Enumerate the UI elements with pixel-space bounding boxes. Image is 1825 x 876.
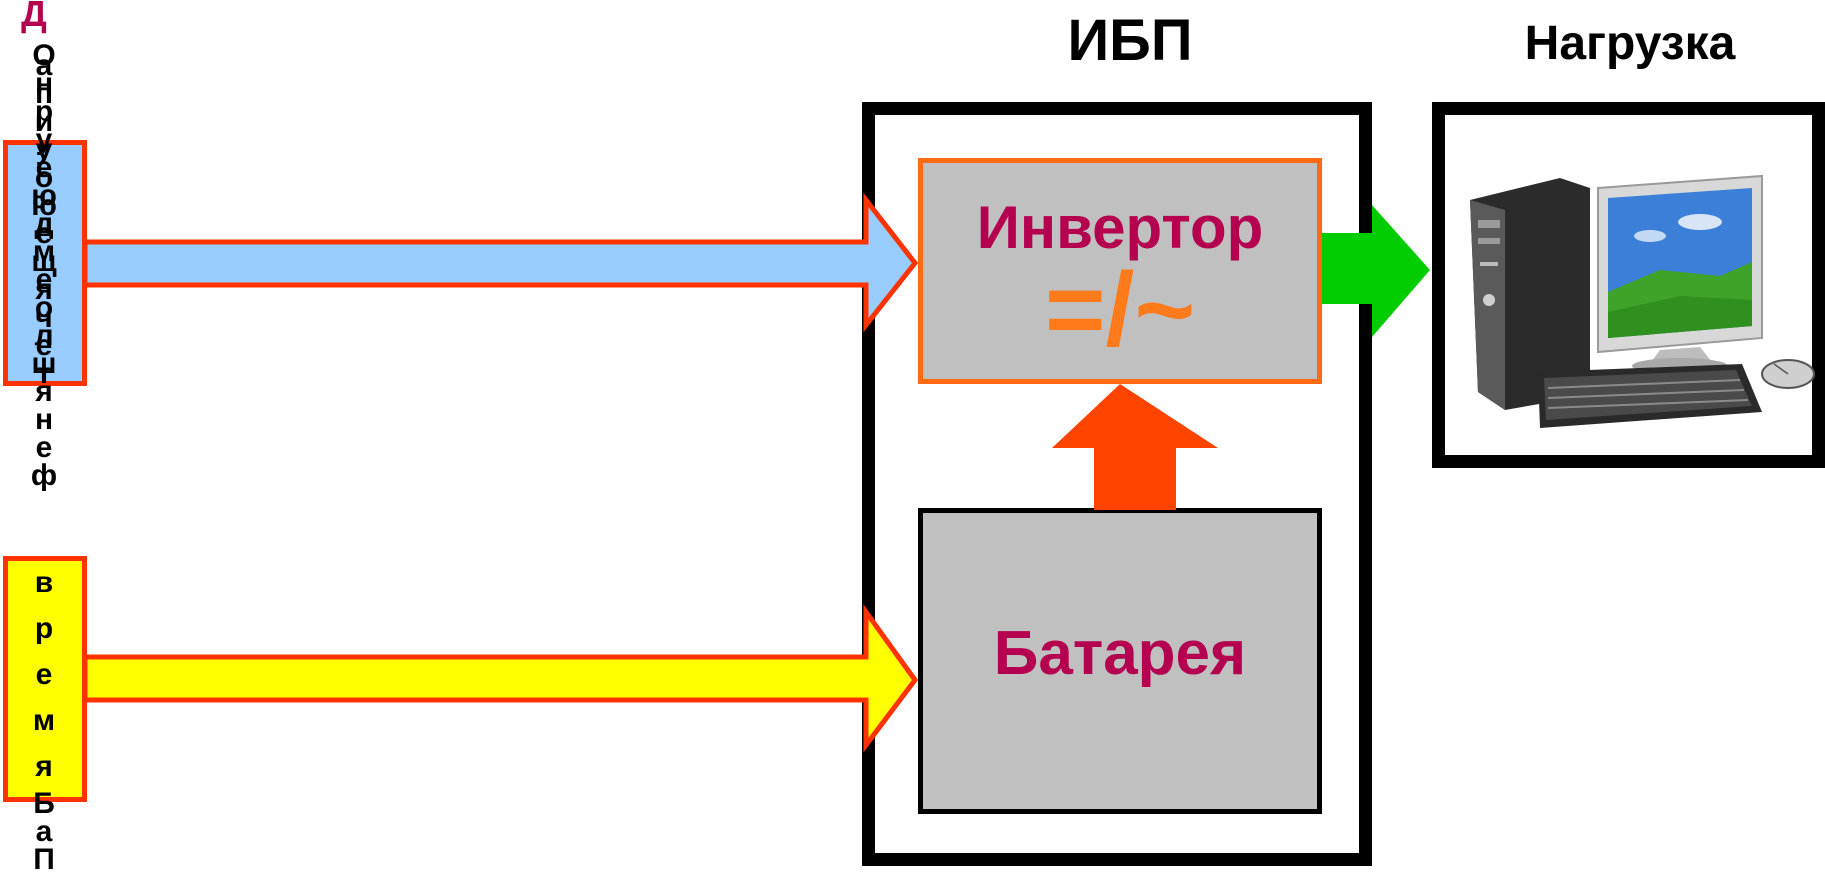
left-column-letter: и bbox=[34, 105, 54, 138]
left-column-letter: р bbox=[34, 612, 54, 645]
left-column-letter: я bbox=[35, 273, 53, 306]
left-column-letter: е bbox=[35, 263, 53, 296]
left-column-letter: я bbox=[35, 750, 53, 783]
left-column-letter: е bbox=[35, 329, 53, 362]
left-column-letter: е bbox=[35, 151, 53, 184]
left-column-top-letter: Д bbox=[21, 0, 47, 34]
left-column-letter: п bbox=[34, 77, 54, 110]
left-column-letter: ш bbox=[31, 347, 57, 380]
mains-arrow bbox=[82, 192, 919, 333]
left-column-letter: ф bbox=[30, 459, 58, 492]
left-column-letter: у bbox=[35, 133, 53, 166]
left-column-letter: щ bbox=[31, 245, 57, 278]
left-column-letter: а bbox=[35, 49, 53, 82]
left-column-letter: ю bbox=[31, 179, 57, 212]
inverter-block: Инвертор =/~ bbox=[918, 158, 1322, 384]
inverter-symbol: =/~ bbox=[1044, 252, 1196, 368]
left-column-letter: д bbox=[34, 207, 54, 240]
inverter-label: Инвертор bbox=[976, 194, 1264, 261]
left-column-letter: П bbox=[33, 843, 55, 876]
left-column-letter: е bbox=[35, 217, 53, 250]
left-column-letter: е bbox=[35, 658, 53, 691]
left-column-letter: в bbox=[34, 566, 54, 599]
left-column-letter: О bbox=[32, 39, 56, 72]
left-column-letter: Б bbox=[33, 787, 55, 820]
battery-block: Батарея bbox=[918, 508, 1322, 814]
battery-to-inverter-arrow bbox=[1052, 384, 1218, 510]
mains-input-box bbox=[3, 140, 87, 386]
left-column-letter: н bbox=[34, 67, 54, 100]
battery-arrow bbox=[82, 604, 919, 753]
battery-label: Батарея bbox=[993, 619, 1247, 688]
left-column-letter: р bbox=[34, 95, 54, 128]
ups-title: ИБП bbox=[1067, 8, 1193, 73]
output-arrow bbox=[1322, 205, 1430, 337]
left-column-letter: м bbox=[32, 704, 56, 737]
left-column-letter: у bbox=[35, 123, 53, 156]
left-column-letter: а bbox=[35, 815, 53, 848]
left-column-letter: л bbox=[34, 319, 54, 352]
left-column-letter: ч bbox=[35, 301, 53, 334]
left-column-letter: е bbox=[35, 431, 53, 464]
battery-time-box bbox=[3, 556, 87, 802]
left-column-letter: о bbox=[34, 161, 54, 194]
left-column-letter: м bbox=[32, 235, 56, 268]
left-column-letter: т bbox=[36, 357, 52, 390]
load-title: Нагрузка bbox=[1524, 17, 1736, 70]
left-column-letter: н bbox=[34, 403, 54, 436]
left-column-letter: я bbox=[35, 375, 53, 408]
desktop-computer-icon bbox=[1470, 174, 1815, 428]
left-column-letter: ю bbox=[31, 189, 57, 222]
left-column-letter: о bbox=[34, 291, 54, 324]
